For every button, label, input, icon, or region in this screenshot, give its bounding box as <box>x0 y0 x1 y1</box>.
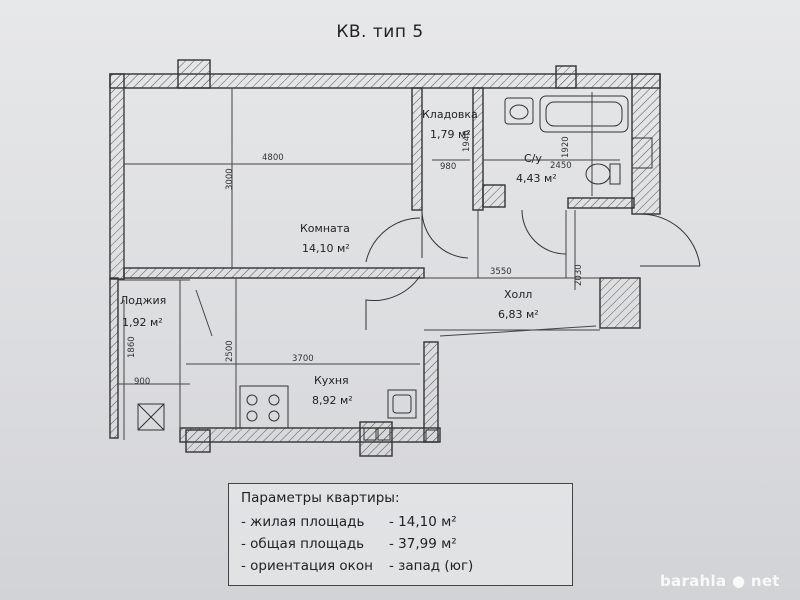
kitchen-name: Кухня <box>314 374 349 387</box>
loggia-name: Лоджия <box>120 294 166 307</box>
dim-room-depth: 3000 <box>225 168 235 190</box>
param-total-area-value: - 37,99 м² <box>389 536 457 552</box>
watermark: barahla ● net <box>660 572 780 590</box>
dim-kitchen-width: 3700 <box>292 354 314 364</box>
room-kitchen-partition <box>123 267 425 279</box>
loggia-area: 1,92 м² <box>122 316 163 329</box>
bathtub <box>539 95 629 133</box>
kitchen-corner-column <box>185 429 211 453</box>
storage-area: 1,79 м² <box>430 128 471 141</box>
bathroom-area: 4,43 м² <box>516 172 557 185</box>
column-top-right <box>555 65 577 89</box>
room-labels: Кладовка 1,79 м² С/у 4,43 м² Комната 14,… <box>120 108 557 407</box>
loggia-outer-wall <box>109 277 119 439</box>
dim-loggia-depth: 1860 <box>127 336 137 358</box>
room-name: Комната <box>300 222 350 235</box>
stove <box>239 385 289 429</box>
dim-bath-width: 2450 <box>550 161 572 171</box>
right-wall <box>631 73 661 215</box>
apartment-type-title: КВ. тип 5 <box>336 22 424 42</box>
bath-bottom-wall <box>567 197 635 209</box>
param-living-area-value: - 14,10 м² <box>389 514 457 530</box>
vent-shaft-loggia <box>137 403 165 431</box>
hall-name: Холл <box>504 288 532 301</box>
walls <box>109 59 661 457</box>
hall-right-wall <box>599 277 641 329</box>
param-total-area-label: - общая площадь <box>241 536 365 552</box>
param-orientation-label: - ориентация окон <box>241 558 373 574</box>
kitchen-sink <box>387 389 417 419</box>
param-orientation-value: - запад (юг) <box>389 558 474 574</box>
dim-hall-depth: 2030 <box>574 264 584 286</box>
param-living-area-label: - жилая площадь <box>241 514 365 530</box>
dim-storage-width: 980 <box>440 162 456 172</box>
dim-storage-depth: 1940 <box>462 130 472 152</box>
bath-sink <box>504 97 534 125</box>
door-swings <box>365 209 701 330</box>
storage-name: Кладовка <box>422 108 478 121</box>
kitchen-area: 8,92 м² <box>312 394 353 407</box>
room-area: 14,10 м² <box>302 242 350 255</box>
storage-wall-left <box>411 87 423 211</box>
dim-room-width: 4800 <box>262 153 284 163</box>
dimension-labels: 4800 3000 980 1940 2450 1920 3550 2030 1… <box>127 130 584 387</box>
plan-lines <box>118 88 620 440</box>
apartment-parameters-box: Параметры квартиры: - жилая площадь - 14… <box>228 483 573 586</box>
column-top-left <box>177 59 211 89</box>
bath-column <box>482 184 506 208</box>
storage-wall-right <box>472 87 484 211</box>
dim-hall-width: 3550 <box>490 267 512 277</box>
hall-kitchen-wall <box>423 341 439 443</box>
dim-loggia-width: 900 <box>134 377 150 387</box>
fixtures <box>137 95 653 443</box>
toilet <box>585 163 611 185</box>
left-wall <box>109 73 125 280</box>
kitchen-bottom-wall <box>179 427 441 443</box>
dim-bath-depth: 1920 <box>561 136 571 158</box>
hall-area: 6,83 м² <box>498 308 539 321</box>
bathroom-name: С/у <box>524 152 542 165</box>
dim-kitchen-depth: 2500 <box>225 340 235 362</box>
parameters-heading: Параметры квартиры: <box>241 490 400 506</box>
